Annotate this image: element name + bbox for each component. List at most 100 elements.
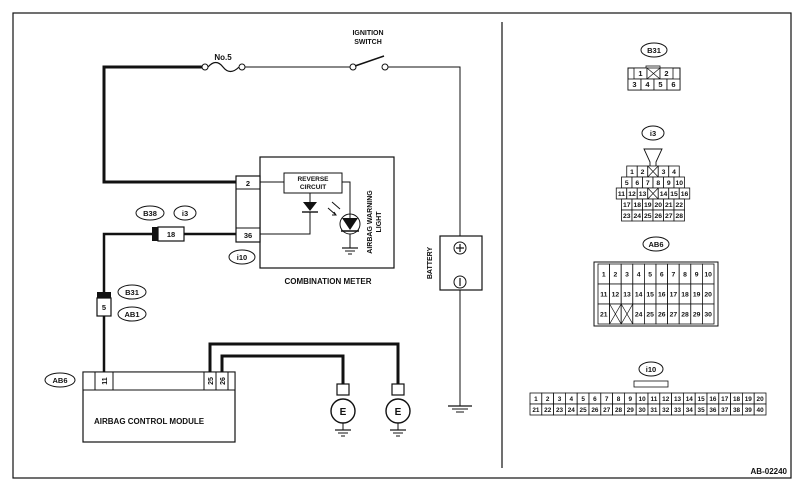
connector-pin-label: 35 <box>698 407 706 414</box>
i10-badge-label: i10 <box>237 253 247 262</box>
battery: BATTERY <box>427 235 483 291</box>
module-pin-25: 25 <box>208 377 215 385</box>
ground-terminal-2: E <box>385 383 411 437</box>
warning-signal-wire <box>102 232 236 372</box>
connector-pin-label: 32 <box>662 407 670 414</box>
b31-label: B31 <box>125 288 139 297</box>
wiring <box>102 65 461 406</box>
battery-label: BATTERY <box>427 247 434 280</box>
switch-to-battery-wire <box>388 66 461 236</box>
connector-pin-label: 30 <box>639 407 647 414</box>
connector-pin-label: 38 <box>733 407 741 414</box>
connector-pin-label: 18 <box>633 202 641 209</box>
connector-pin-label: 40 <box>757 407 765 414</box>
connector-pin-label: 11 <box>651 396 658 403</box>
connector-pin-label: 2 <box>641 169 645 176</box>
connector-pin-label: 8 <box>617 396 621 403</box>
connector-pin-label: 24 <box>568 407 576 414</box>
connector-pin-label: 15 <box>670 191 678 198</box>
connector-i3-badge <box>641 125 665 141</box>
connector-pin-label: 7 <box>605 396 609 403</box>
connector-pin-label: 9 <box>667 180 671 187</box>
connector-pin-label: 12 <box>628 191 636 198</box>
connector-pin-label: 13 <box>639 191 647 198</box>
connector-pin-label: 6 <box>671 80 675 89</box>
reverse-circuit-label-2: CIRCUIT <box>300 184 326 191</box>
connector-pin-label: 27 <box>670 312 678 319</box>
connector-pin-label: 23 <box>623 213 631 220</box>
connector-pin-label: 1 <box>638 69 642 78</box>
connector-pin-label: 4 <box>637 272 641 279</box>
connector-pin-label: 15 <box>646 292 654 299</box>
connector-pin-label: 37 <box>721 407 729 414</box>
connector-pin-label: 24 <box>633 213 641 220</box>
b38-badge <box>135 205 165 221</box>
connector-pin-label: 16 <box>681 191 689 198</box>
combination-meter-title: COMBINATION METER <box>285 277 372 286</box>
connector-ab6-name: AB6 <box>648 240 663 249</box>
connector-pin-label: 26 <box>591 407 599 414</box>
connector-pin-label: 19 <box>644 202 652 209</box>
module-pin-11: 11 <box>102 377 109 385</box>
connector-pin-label: 3 <box>632 80 636 89</box>
connector-pin-label: 10 <box>639 396 647 403</box>
connector-pin-label: 28 <box>615 407 623 414</box>
connector-pin-label: 18 <box>733 396 741 403</box>
unused-pin-mark <box>646 67 661 80</box>
connector-pin-label: 28 <box>675 213 683 220</box>
connector-pin-label: 26 <box>658 312 666 319</box>
connector-i10-badge <box>638 361 664 377</box>
connector-pin-label: 21 <box>665 202 673 209</box>
connector-pin-label: 7 <box>646 180 650 187</box>
meter-terminal-36: 36 <box>244 231 252 240</box>
i3-label: i3 <box>182 209 188 218</box>
connector-pin-label: 4 <box>672 169 676 176</box>
b38-label: B38 <box>143 209 157 218</box>
power-wire <box>102 65 236 184</box>
unused-pin-mark <box>647 165 659 178</box>
diagram-frame <box>12 12 792 479</box>
module-pin-26: 26 <box>220 377 227 385</box>
connector-pin-label: 4 <box>570 396 574 403</box>
connector-pin-label: 39 <box>745 407 753 414</box>
i3-badge <box>173 205 197 221</box>
connector-pin-cell <box>753 403 767 416</box>
connector-pin-label: 21 <box>600 312 608 319</box>
warning-light-label-2: LIGHT <box>376 211 383 233</box>
connector-pin-label: 29 <box>693 312 701 319</box>
reverse-circuit-label-1: REVERSE <box>297 176 329 183</box>
connector-pin-label: 34 <box>686 407 694 414</box>
connector-pin-label: 20 <box>704 292 712 299</box>
module-connector-strip <box>82 371 236 391</box>
unused-pin-mark <box>609 303 622 325</box>
connector-pin-label: 13 <box>674 396 682 403</box>
connector-pin-label: 4 <box>645 80 650 89</box>
ground-label-2: E <box>395 407 402 418</box>
connector-pin-label: 3 <box>558 396 562 403</box>
ab1-label: AB1 <box>124 310 139 319</box>
connector-pin-label: 10 <box>704 272 712 279</box>
connector-pin-label: 22 <box>675 202 683 209</box>
diode-icon <box>303 202 317 211</box>
connector-pin-label: 2 <box>546 396 550 403</box>
connector-pin-label: 21 <box>532 407 540 414</box>
connector-pin-label: 6 <box>593 396 597 403</box>
warning-light-label-1: AIRBAG WARNING <box>367 190 374 254</box>
meter-terminal-strip <box>235 175 261 243</box>
combination-meter: 2 36 REVERSE CIRCUIT AIRBAG WARNING LIGH… <box>228 156 395 286</box>
connector-pin-label: 10 <box>675 180 683 187</box>
connector-pin-label: 19 <box>745 396 753 403</box>
connector-pin-label: 14 <box>660 191 668 198</box>
connector-pin-label: 5 <box>648 272 652 279</box>
connector-pin-label: 16 <box>709 396 717 403</box>
meter-terminal-2: 2 <box>246 179 250 188</box>
connector-5: 5 B31 AB1 <box>96 284 147 322</box>
connector-pin-label: 3 <box>662 169 666 176</box>
ab6-badge <box>44 372 76 388</box>
connector-ab6-badge <box>642 236 670 252</box>
connector-pin-label: 28 <box>681 312 689 319</box>
connector-pin-label: 17 <box>670 292 678 299</box>
connector-pin-label: 5 <box>625 180 629 187</box>
